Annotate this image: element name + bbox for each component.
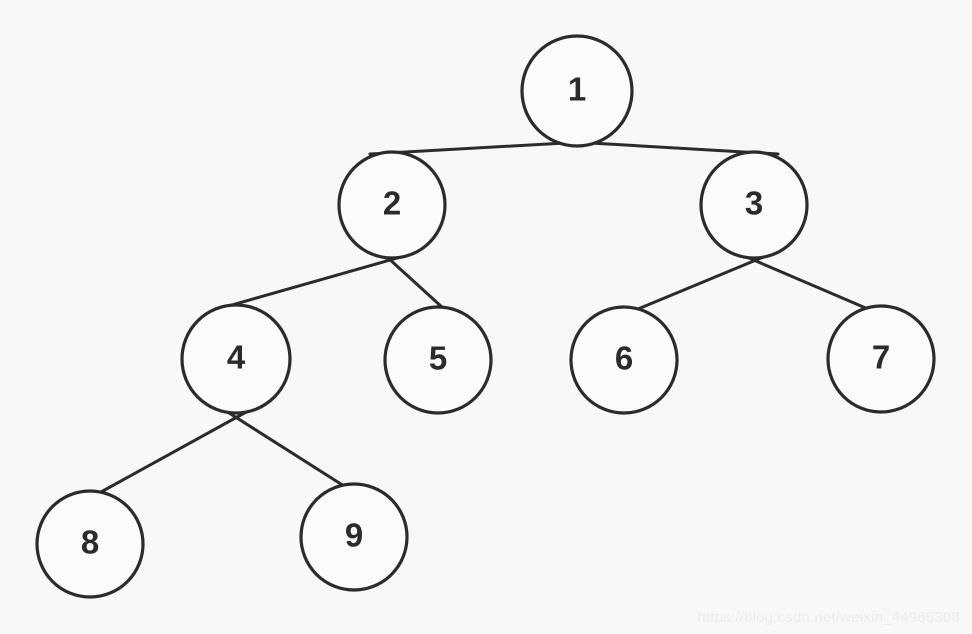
tree-node-2[interactable]: 2 — [337, 150, 447, 260]
node-label-5: 5 — [429, 340, 447, 377]
tree-node-8[interactable]: 8 — [35, 489, 145, 599]
node-circle-1[interactable] — [520, 34, 634, 148]
node-circle-9[interactable] — [299, 482, 409, 592]
node-label-9: 9 — [345, 517, 363, 554]
node-circle-5[interactable] — [383, 305, 493, 415]
node-label-1: 1 — [568, 71, 586, 108]
tree-edge-n3-n6 — [636, 253, 770, 311]
tree-edge-n4-n8 — [99, 409, 250, 494]
tree-edge-n4-n9 — [224, 409, 346, 488]
node-circle-4[interactable] — [180, 303, 292, 415]
node-label-8: 8 — [81, 524, 99, 561]
node-label-2: 2 — [383, 185, 401, 222]
node-circle-8[interactable] — [35, 489, 145, 599]
node-circle-2[interactable] — [337, 150, 447, 260]
node-circle-6[interactable] — [569, 305, 679, 415]
tree-node-9[interactable]: 9 — [299, 482, 409, 592]
node-label-6: 6 — [615, 340, 633, 377]
tree-edge-n3-n7 — [740, 253, 870, 311]
tree-edge-n2-n4 — [223, 254, 406, 309]
tree-node-7[interactable]: 7 — [826, 304, 936, 414]
node-circle-3[interactable] — [699, 150, 809, 260]
tree-node-1[interactable]: 1 — [520, 34, 634, 148]
watermark-text: https://blog.csdn.net/weixin_44965308 — [697, 609, 960, 626]
tree-node-5[interactable]: 5 — [383, 305, 493, 415]
nodes-group: 1 2 3 4 5 6 7 8 9 — [35, 34, 936, 599]
tree-node-4[interactable]: 4 — [180, 303, 292, 415]
tree-node-6[interactable]: 6 — [569, 305, 679, 415]
tree-edge-n2-n5 — [385, 255, 445, 310]
tree-node-3[interactable]: 3 — [699, 150, 809, 260]
node-label-4: 4 — [227, 339, 246, 376]
node-label-3: 3 — [745, 185, 763, 222]
node-circle-7[interactable] — [826, 304, 936, 414]
node-label-7: 7 — [872, 339, 890, 376]
